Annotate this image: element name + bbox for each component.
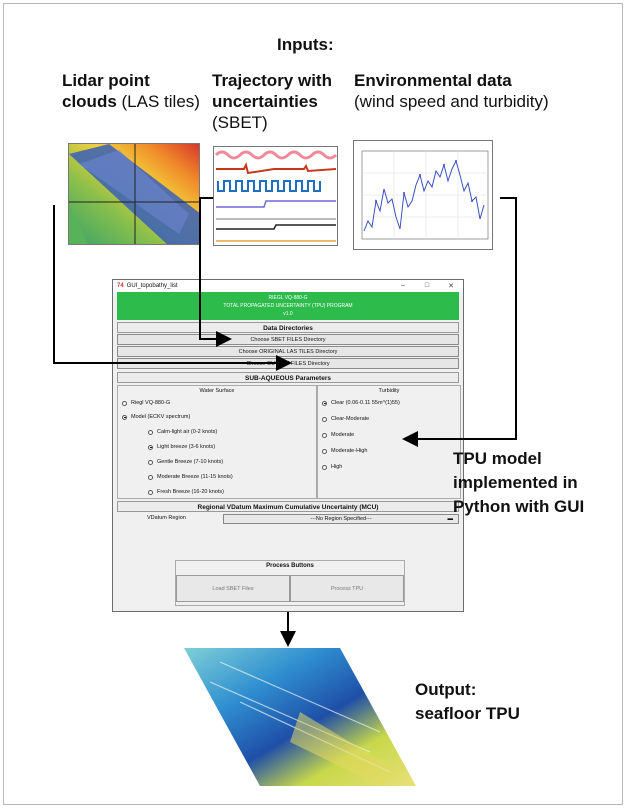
turbidity-option[interactable]: Moderate — [322, 432, 354, 438]
turbidity-option[interactable]: High — [322, 464, 342, 470]
radio-selected-icon[interactable] — [322, 400, 327, 406]
radio-icon[interactable] — [322, 416, 327, 422]
maximize-icon[interactable]: □ — [424, 282, 430, 289]
wind-option-label: Gentle Breeze (7-10 knots) — [157, 459, 224, 465]
radio-icon[interactable] — [122, 400, 127, 406]
ws-riegl-label: Riegl VQ-880-G — [131, 400, 171, 406]
vdatum-region-value: ---No Region Specified--- — [310, 516, 372, 522]
close-icon[interactable]: ✕ — [448, 283, 454, 290]
process-buttons-group: Process Buttons Load SBET Files Process … — [175, 560, 405, 606]
lidar-point-cloud-image — [68, 143, 200, 245]
lidar-arrow — [53, 205, 292, 371]
trajectory-label: Trajectory with uncertainties (SBET) — [212, 70, 357, 133]
dropdown-icon[interactable]: ▬ — [447, 516, 454, 522]
trajectory-plot-image — [213, 146, 338, 246]
turbidity-title: Turbidity — [378, 388, 400, 394]
water-surface-group: Water Surface Riegl VQ-880-G Model (ECKV… — [117, 385, 317, 499]
turbidity-option-label: Moderate — [331, 432, 355, 438]
banner-line-2: TOTAL PROPAGATED UNCERTAINTY (TPU) PROGR… — [223, 303, 353, 309]
data-directories-heading: Data Directories — [117, 322, 459, 333]
window-title: GUI_topobathy_list — [126, 283, 178, 289]
radio-icon[interactable] — [322, 448, 327, 454]
wind-option[interactable]: Calm-light air (0-2 knots) — [148, 429, 217, 435]
process-tpu-button[interactable]: Process TPU — [290, 575, 404, 602]
process-buttons-title: Process Buttons — [266, 563, 314, 569]
subaqueous-heading: SUB-AQUEOUS Parameters — [117, 372, 459, 383]
lidar-label: Lidar point clouds (LAS tiles) — [62, 70, 202, 112]
radio-icon[interactable] — [322, 464, 327, 470]
radio-icon[interactable] — [148, 459, 153, 465]
environmental-arrow — [402, 197, 517, 447]
environmental-label-rest: (wind speed and turbidity) — [354, 92, 549, 111]
wind-option-label: Fresh Breeze (16-20 knots) — [157, 489, 224, 495]
turbidity-option[interactable]: Clear (0.06-0.11 55m^(1)55) — [322, 400, 400, 406]
vdatum-row: VDatum Region ---No Region Specified--- … — [117, 512, 459, 526]
choose-sbet-button[interactable]: Choose SBET FILES Directory — [117, 334, 459, 345]
turbidity-option[interactable]: Moderate-High — [322, 448, 367, 454]
program-banner: RIEGL VQ-880-G TOTAL PROPAGATED UNCERTAI… — [117, 292, 459, 320]
trajectory-arrow — [199, 197, 232, 347]
ws-riegl-option[interactable]: Riegl VQ-880-G — [122, 400, 170, 406]
load-sbet-button[interactable]: Load SBET Files — [176, 575, 290, 602]
figure-frame — [3, 3, 623, 805]
radio-icon[interactable] — [322, 432, 327, 438]
water-surface-title: Water Surface — [199, 388, 235, 394]
turbidity-option[interactable]: Clear-Moderate — [322, 416, 369, 422]
app-icon: 74 — [117, 283, 124, 289]
wind-option-label: Calm-light air (0-2 knots) — [157, 429, 218, 435]
seafloor-tpu-image — [180, 642, 420, 792]
parameters-panel: Water Surface Riegl VQ-880-G Model (ECKV… — [117, 383, 461, 501]
ws-model-label: Model (ECKV spectrum) — [131, 414, 191, 420]
radio-icon[interactable] — [148, 429, 153, 435]
inputs-title: Inputs: — [277, 35, 334, 54]
turbidity-option-label: Moderate-High — [331, 448, 368, 454]
turbidity-option-label: High — [331, 464, 343, 470]
wind-option[interactable]: Light breeze (3-6 knots) — [148, 444, 215, 450]
lidar-label-rest: (LAS tiles) — [116, 92, 200, 111]
lidar-label-bold: Lidar point clouds — [62, 71, 150, 111]
tpu-model-label: TPU model implemented in Python with GUI — [453, 449, 585, 516]
environmental-label: Environmental data (wind speed and turbi… — [354, 70, 554, 112]
wind-option[interactable]: Fresh Breeze (16-20 knots) — [148, 489, 224, 495]
minimize-icon[interactable]: – — [401, 282, 405, 289]
environmental-chart-image — [353, 140, 493, 250]
vdatum-region-select[interactable]: ---No Region Specified--- ▬ — [223, 514, 459, 524]
wind-option[interactable]: Moderate Breeze (11-15 knots) — [148, 474, 233, 480]
turbidity-option-label: Clear (0.06-0.11 55m^(1)55) — [331, 400, 400, 406]
banner-line-3: v1.0 — [283, 311, 293, 317]
output-label: Output: seafloor TPU — [415, 680, 520, 723]
turbidity-group: Turbidity Clear (0.06-0.11 55m^(1)55) Cl… — [317, 385, 461, 499]
trajectory-label-bold: Trajectory with uncertainties — [212, 71, 332, 111]
turbidity-option-label: Clear-Moderate — [331, 416, 370, 422]
wind-option-label: Light breeze (3-6 knots) — [157, 444, 216, 450]
window-controls: – □ ✕ — [391, 282, 463, 290]
wind-option-label: Moderate Breeze (11-15 knots) — [157, 474, 233, 480]
mcu-heading: Regional VDatum Maximum Cumulative Uncer… — [117, 501, 459, 512]
environmental-label-bold: Environmental data — [354, 71, 512, 90]
banner-line-1: RIEGL VQ-880-G — [268, 295, 308, 301]
radio-selected-icon[interactable] — [148, 444, 153, 450]
vdatum-label: VDatum Region — [147, 515, 186, 521]
wind-option[interactable]: Gentle Breeze (7-10 knots) — [148, 459, 223, 465]
radio-icon[interactable] — [148, 489, 153, 495]
trajectory-label-rest: (SBET) — [212, 113, 268, 132]
radio-icon[interactable] — [148, 474, 153, 480]
radio-selected-icon[interactable] — [122, 414, 127, 420]
ws-model-option[interactable]: Model (ECKV spectrum) — [122, 414, 190, 420]
